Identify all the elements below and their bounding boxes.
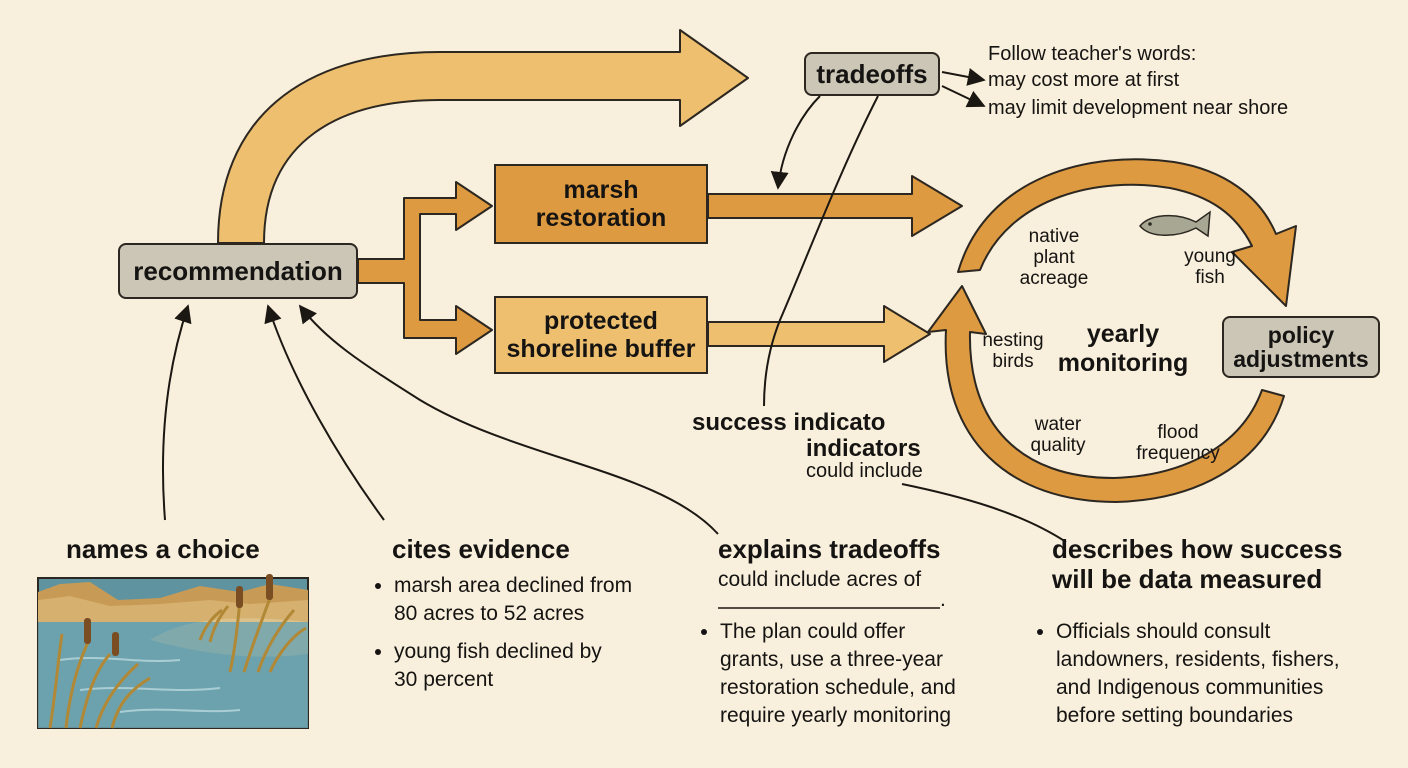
- measure-item: Officials should consult landowners, res…: [1056, 618, 1372, 730]
- evidence-list: marsh area declined from 80 acres to 52 …: [370, 572, 670, 700]
- tradeoffs-list: The plan could offer grants, use a three…: [696, 618, 996, 736]
- tradeoffs-box: tradeoffs: [804, 52, 940, 96]
- criterion-choice-heading: names a choice: [66, 534, 260, 564]
- tradeoff-note-line: may cost more at first: [988, 69, 1180, 91]
- measure-pointer: [901, 483, 1067, 543]
- marsh-restoration-line-2: restoration: [535, 204, 667, 232]
- cycle-title-line-1: yearly: [1086, 320, 1160, 348]
- measure-list: Officials should consult landowners, res…: [1032, 618, 1372, 736]
- tradeoffs-text: restoration schedule, and: [720, 676, 956, 699]
- indicator-water-quality: water quality: [1022, 414, 1094, 456]
- tradeoffs-pointer-curve: [770, 95, 821, 190]
- branch-connector: [357, 181, 493, 355]
- measure-text: Officials should consult: [1056, 620, 1271, 643]
- evidence-item: marsh area declined from 80 acres to 52 …: [394, 572, 670, 628]
- evidence-item: young fish declined by 30 percent: [394, 638, 670, 694]
- success-indicators-line-1: success indicato: [692, 409, 886, 436]
- evidence-text: 80 acres to 52 acres: [394, 602, 585, 625]
- marsh-illustration: [37, 574, 309, 729]
- curved-arrow-to-tradeoffs: [217, 29, 749, 244]
- indicator-text: nesting: [982, 330, 1044, 351]
- tradeoffs-to-success-line: [763, 95, 879, 407]
- indicator-text: flood: [1157, 422, 1199, 443]
- cycle-title-line-2: monitoring: [1057, 349, 1189, 377]
- shoreline-to-cycle-arrow: [707, 305, 931, 363]
- marsh-to-cycle-arrow: [707, 175, 963, 237]
- indicator-flood-frequency: flood frequency: [1126, 422, 1230, 464]
- tradeoff-note-heading: Follow teacher's words:: [988, 43, 1197, 65]
- evidence-pointer: [264, 304, 385, 521]
- shoreline-buffer-box: protected shoreline buffer: [494, 296, 708, 374]
- tradeoffs-item: The plan could offer grants, use a three…: [720, 618, 996, 730]
- evidence-text: young fish declined by: [394, 640, 602, 663]
- note-arrow-1: [941, 68, 986, 86]
- tradeoffs-text: grants, use a three-year: [720, 648, 943, 671]
- indicator-native-plant: native plant acreage: [1012, 226, 1096, 289]
- measure-text: landowners, residents, fishers,: [1056, 648, 1340, 671]
- evidence-text: marsh area declined from: [394, 574, 633, 597]
- choice-pointer: [161, 304, 192, 521]
- success-indicators-line-3: could include: [806, 460, 923, 482]
- criterion-tradeoffs-heading: explains tradeoffs: [718, 534, 941, 564]
- tradeoffs-pointer: [298, 304, 719, 535]
- indicator-nesting-birds: nesting birds: [976, 330, 1050, 372]
- blank-period: .: [940, 588, 946, 611]
- marsh-restoration-box: marsh restoration: [494, 164, 708, 244]
- marsh-restoration-line-1: marsh: [563, 176, 639, 204]
- criterion-measure-heading: describes how success will be data measu…: [1052, 534, 1342, 594]
- note-arrow-2: [941, 85, 986, 108]
- tradeoffs-text: The plan could offer: [720, 620, 906, 643]
- cycle-arc-bottom: [927, 285, 1285, 503]
- tradeoff-note-line: may limit development near shore: [988, 97, 1289, 119]
- evidence-text: 30 percent: [394, 668, 494, 691]
- indicator-young-fish: young fish: [1176, 246, 1244, 288]
- fish-icon: [1139, 210, 1211, 238]
- indicator-text: frequency: [1136, 443, 1220, 464]
- measure-text: and Indigenous communities: [1056, 676, 1324, 699]
- policy-line-2: adjustments: [1233, 346, 1369, 372]
- success-indicators-line-2: indicators: [806, 435, 921, 462]
- policy-adjustments-box: policy adjustments: [1222, 316, 1380, 378]
- indicator-text: water: [1034, 414, 1082, 435]
- indicator-text: plant: [1033, 247, 1075, 268]
- tradeoffs-label: tradeoffs: [816, 58, 928, 89]
- criterion-evidence-heading: cites evidence: [392, 534, 570, 564]
- indicator-text: acreage: [1019, 268, 1089, 289]
- recommendation-label: recommendation: [133, 255, 343, 286]
- indicator-text: fish: [1195, 267, 1225, 288]
- measure-heading-line-2: will be data measured: [1052, 564, 1323, 594]
- cycle-arc-top: [957, 158, 1297, 307]
- measure-text: before setting boundaries: [1056, 704, 1293, 727]
- indicator-text: birds: [992, 351, 1034, 372]
- shoreline-buffer-line-1: protected: [544, 307, 658, 335]
- tradeoffs-text: require yearly monitoring: [720, 704, 952, 727]
- recommendation-box: recommendation: [118, 243, 358, 299]
- cycle-title: yearly monitoring: [1050, 320, 1196, 378]
- tradeoff-note: Follow teacher's words: may cost more at…: [988, 40, 1288, 122]
- indicator-text: quality: [1030, 435, 1086, 456]
- measure-heading-line-1: describes how success: [1052, 534, 1343, 564]
- shoreline-buffer-line-2: shoreline buffer: [506, 335, 696, 363]
- criterion-tradeoffs-sub: could include acres of: [718, 568, 922, 591]
- indicator-text: young: [1184, 246, 1236, 267]
- indicator-text: native: [1028, 226, 1080, 247]
- policy-line-1: policy: [1267, 322, 1335, 348]
